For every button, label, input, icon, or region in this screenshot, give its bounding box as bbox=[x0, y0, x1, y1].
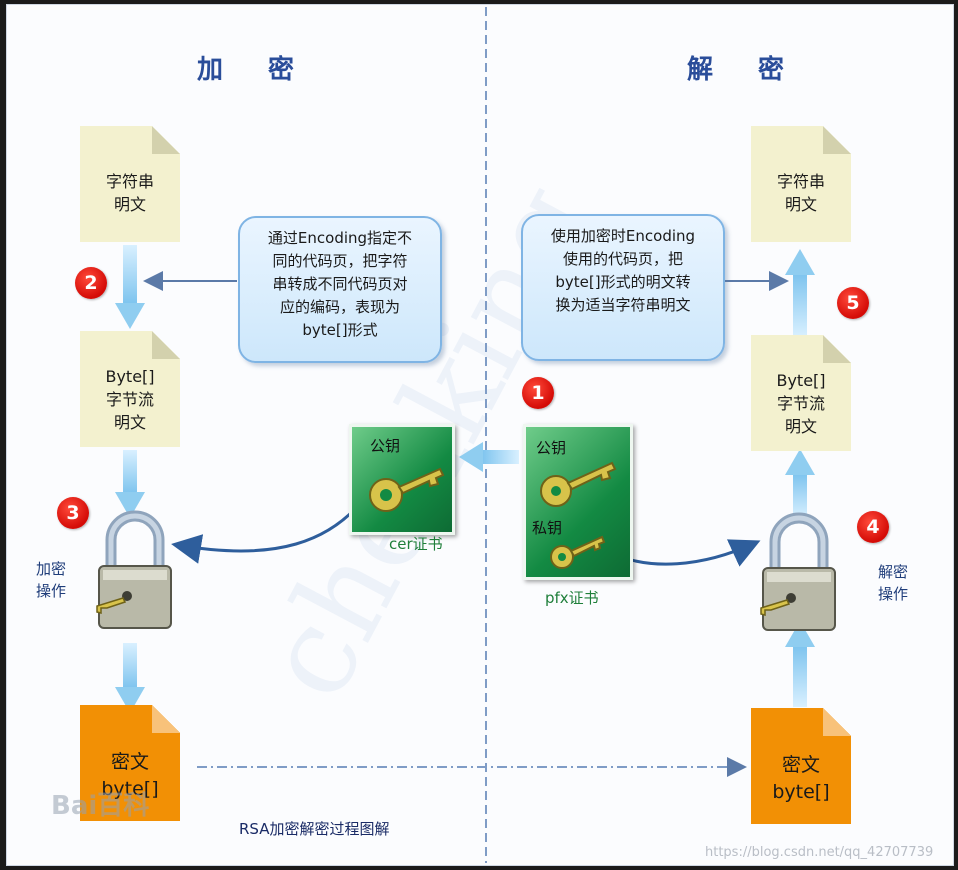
right-flow-arrow-3 bbox=[785, 249, 815, 337]
left-flow-arrow-2 bbox=[115, 450, 145, 518]
encrypt-operation-label: 加密 操作 bbox=[35, 560, 66, 600]
connector-layer bbox=[115, 7, 815, 863]
encoding-explanation-bubble: 通过Encoding指定不 同的代码页，把字符 串转成不同代码页对 应的编码，表… bbox=[238, 216, 442, 363]
decoding-explanation-bubble: 使用加密时Encoding 使用的代码页，把 byte[]形式的明文转 换为适当… bbox=[521, 214, 725, 361]
cer-certificate: 公钥 bbox=[349, 424, 455, 535]
diagram-caption: RSA加密解密过程图解 bbox=[239, 820, 390, 838]
pfx-caption: pfx证书 bbox=[545, 589, 599, 607]
left-plaintext-document: 字符串 明文 bbox=[80, 126, 180, 242]
diagram-canvas: chenking bbox=[6, 4, 954, 866]
right-bytes-document: Byte[] 字节流 明文 bbox=[751, 335, 851, 451]
right-bytes-label: Byte[] 字节流 明文 bbox=[776, 371, 826, 436]
cer-public-key-label: 公钥 bbox=[370, 437, 401, 455]
pfx-private-key-label: 私钥 bbox=[532, 519, 563, 537]
decrypt-padlock-icon bbox=[760, 512, 836, 631]
encrypt-padlock-icon bbox=[96, 510, 172, 629]
decrypt-operation-label: 解密 操作 bbox=[877, 563, 908, 603]
left-flow-arrow-1 bbox=[115, 245, 145, 329]
baidu-watermark: Bai百科 bbox=[51, 791, 150, 821]
right-flow-arrow-2 bbox=[785, 449, 815, 519]
decrypt-heading: 解 密 bbox=[687, 55, 803, 85]
step-badge-1: 1 bbox=[522, 377, 554, 409]
right-plaintext-label: 字符串 明文 bbox=[776, 172, 825, 214]
right-ciphertext-label: 密文 byte[] bbox=[772, 754, 830, 803]
public-key-transfer-arrow bbox=[459, 442, 519, 472]
cer-public-key-icon bbox=[369, 467, 445, 512]
right-flow-arrow-1 bbox=[785, 621, 815, 707]
left-ciphertext-document: 密文 byte[] bbox=[80, 705, 180, 821]
pfx-private-key-icon bbox=[550, 535, 606, 569]
pfx-certificate: 公钥 私钥 bbox=[523, 424, 633, 580]
encrypt-heading: 加 密 bbox=[197, 55, 313, 85]
left-bytes-document: Byte[] 字节流 明文 bbox=[80, 331, 180, 447]
left-plaintext-label: 字符串 明文 bbox=[105, 172, 154, 214]
step-badge-5: 5 bbox=[837, 287, 869, 319]
right-ciphertext-document: 密文 byte[] bbox=[751, 708, 851, 824]
right-plaintext-document: 字符串 明文 bbox=[751, 126, 851, 242]
pfx-public-key-label: 公钥 bbox=[536, 439, 567, 457]
left-ciphertext-label: 密文 byte[] bbox=[101, 751, 159, 800]
cer-caption: cer证书 bbox=[389, 535, 443, 553]
step-badge-4: 4 bbox=[857, 511, 889, 543]
left-flow-arrow-3 bbox=[115, 643, 145, 713]
left-bytes-label: Byte[] 字节流 明文 bbox=[105, 367, 155, 432]
step-badge-3: 3 bbox=[57, 497, 89, 529]
pfx-public-key-icon bbox=[540, 461, 617, 507]
blog-url-watermark: https://blog.csdn.net/qq_42707739 bbox=[705, 845, 934, 860]
step-badge-2: 2 bbox=[75, 267, 107, 299]
